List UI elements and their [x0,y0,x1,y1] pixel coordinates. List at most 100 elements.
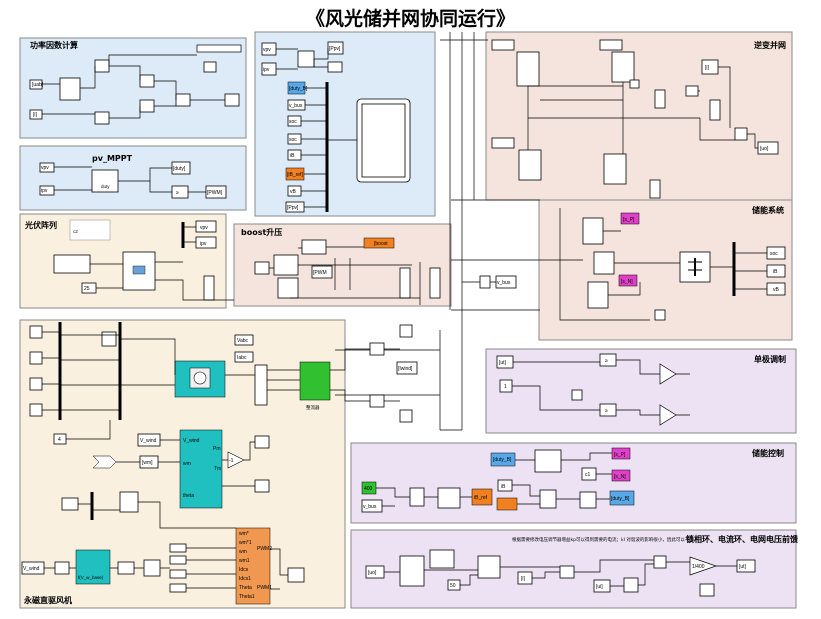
region-pv-mppt[interactable]: pv_MPPT [19,145,247,211]
ctrl-tag-duty-out: [duty_B] [611,496,630,502]
pv-content: c2 25 vpv ipv [53,219,234,301]
region-label-power-factor: 功率因数计算 [30,40,78,50]
sensor-tag-soc-2: soc [289,137,297,143]
svg-text:c2: c2 [73,229,78,234]
region-label-unipolar: 单极调制 [754,354,786,364]
mppt-tag-vpv: vpv [41,165,49,171]
ctrl-tag-duty-b: [duty_B] [493,457,512,463]
unipolar-content: [ut] 1 ≥ ≥ [496,353,690,426]
pwm-port-8: Theta1 [239,594,255,600]
storage-tag-ib: iB [773,269,778,275]
storage-tag-sp: [s_P] [623,217,635,223]
pwm-out-1: PWM2 [257,546,272,552]
ctrl-const-c1: c1 [585,472,591,478]
mppt-block-duty: duty [101,184,110,189]
pv-tag-ipv: ipv [200,241,207,247]
pv-tag-vpv: vpv [200,225,208,231]
ctrl-tag-sp: [s_P] [614,452,626,458]
svg-text:≥: ≥ [605,358,608,364]
bus-tags: v_bus [462,275,517,289]
pf-content: [uab] [i] [29,44,242,125]
wind-fcn-label: f(V_w_base) [78,575,104,580]
region-power-factor[interactable]: 功率因数计算 [19,37,247,139]
storage-tag-sn: [s_N] [621,279,633,285]
mppt-tag-ipv: ipv [41,188,48,194]
mppt-tag-pwm: [PWM] [207,190,223,196]
main-wires [335,32,540,431]
pwm-port-1: wm* [239,531,249,537]
sensor-tag-ppv-2: [Ppv] [287,205,299,211]
svg-text:≥: ≥ [605,408,608,414]
storage-content: [s_P] [s_N] soc iB vB [540,208,786,321]
region-unipolar[interactable]: 单极调制 [485,348,797,434]
wind-turbine-block[interactable] [179,429,223,509]
pwm-port-3: wm [239,549,247,555]
region-label-pv-mppt: pv_MPPT [92,154,133,163]
inv-tag-uo: [uo] [760,146,769,152]
region-label-storage: 储能系统 [751,205,784,215]
uni-const-1: 1 [504,384,507,390]
svg-text:≥: ≥ [176,190,179,196]
ff-tag-ut: [ut] [739,564,747,570]
turbine-port-wm: wm [183,461,191,467]
inverter-content: [i] [uo] [491,39,779,199]
ctrl-tag-ib-ref: iB_ref [474,495,488,501]
pwm-port-5: Idcs [239,567,249,573]
pwm-port-6: Idcs1 [239,576,251,582]
region-storage[interactable]: 储能系统 [538,199,793,341]
pmsg-gain-neg1: -1 [229,458,234,464]
pmsg-tag-vwind: V_wind [140,438,157,444]
boost-content: [boost [PWM [254,237,441,305]
sensor-content: vpv ipv [Ppv] [duty_B] v_bus soc soc iB … [261,41,411,213]
pmsg-tag-iwind: [Iwind] [398,366,413,372]
sensor-tag-ppv: [Ppv] [329,46,341,52]
pwm-port-7: Theta [239,585,252,591]
pf-tag-uabc: [uab] [32,82,44,88]
ff-const-50: 50 [450,583,456,589]
sensor-tag-vb: vB [290,189,297,195]
mppt-tag-duty: [duty] [173,166,186,172]
region-label-inverter: 逆变并网 [754,40,786,50]
sensor-tag-vbus: v_bus [289,103,303,109]
sensor-tag-ib: iB [290,153,295,159]
ff-gain: 1/400 [692,564,705,570]
sensor-tag-soc-1: soc [289,119,297,125]
region-label-pv-array: 光伏阵列 [24,220,57,230]
mppt-content: vpv ipv duty [duty] ≥ [PWM] [39,161,227,199]
wind-fcn-block[interactable] [75,549,111,585]
ff-tag-i: [i] [521,576,526,582]
pwm-port-2: wm*1 [239,540,252,546]
ff-tag-ui: [ui] [596,584,603,590]
ctrl-tag-ib: iB [501,484,506,490]
pmsg-const-4: 4 [58,437,61,443]
turbine-port-tm: Tm [214,466,221,472]
pf-tag-i: [i] [33,112,38,118]
uni-tag-ut: [ut] [499,360,507,366]
feedforward-note: 根据需要修改电压调节器增益kp可以得到需要的电流；kI 对谐波的影响很小，因此可… [512,536,694,543]
storage-tag-vb: vB [773,287,780,293]
bus-tag-vbus: v_bus [497,280,511,286]
pwm-block[interactable] [235,527,271,605]
inv-tag-i: [i] [705,65,710,71]
pmsg-tag-vabc: Vabc [237,338,249,344]
boost-tag-goto: [boost [374,241,388,247]
ff-tag-uo: [uo] [368,570,377,576]
pv-const-25: 25 [84,286,90,292]
pmsg-tag-iabc: Iabc [237,355,247,361]
ff-content: [uo] 50 [i] [ui] 1/400 [ut] [365,549,756,597]
turbine-port-theta: theta [183,493,194,499]
region-label-boost: boost升压 [241,227,282,237]
region-label-storage-ctrl: 储能控制 [751,448,784,458]
rectifier-block[interactable] [299,361,331,401]
pwm-port-4: wm1 [239,558,250,564]
rectifier-label: 整流器 [306,404,320,411]
ctrl-tag-vbus: v_bus [363,504,377,510]
sensor-tag-duty-b: [duty_B] [289,86,308,92]
region-storage-ctrl[interactable]: 储能控制 [350,442,797,524]
pmsg-tag-wm: [wm] [142,460,153,466]
page-title: 《风光储并网协同运行》 [305,8,515,30]
boost-tag-pwm: [PWM [313,270,327,276]
storage-ctrl-content: [duty_B] [s_P] c1 [s_N] 400 v_bus iB_ref… [361,447,635,513]
pwm-out-2: PWM1 [257,585,272,591]
